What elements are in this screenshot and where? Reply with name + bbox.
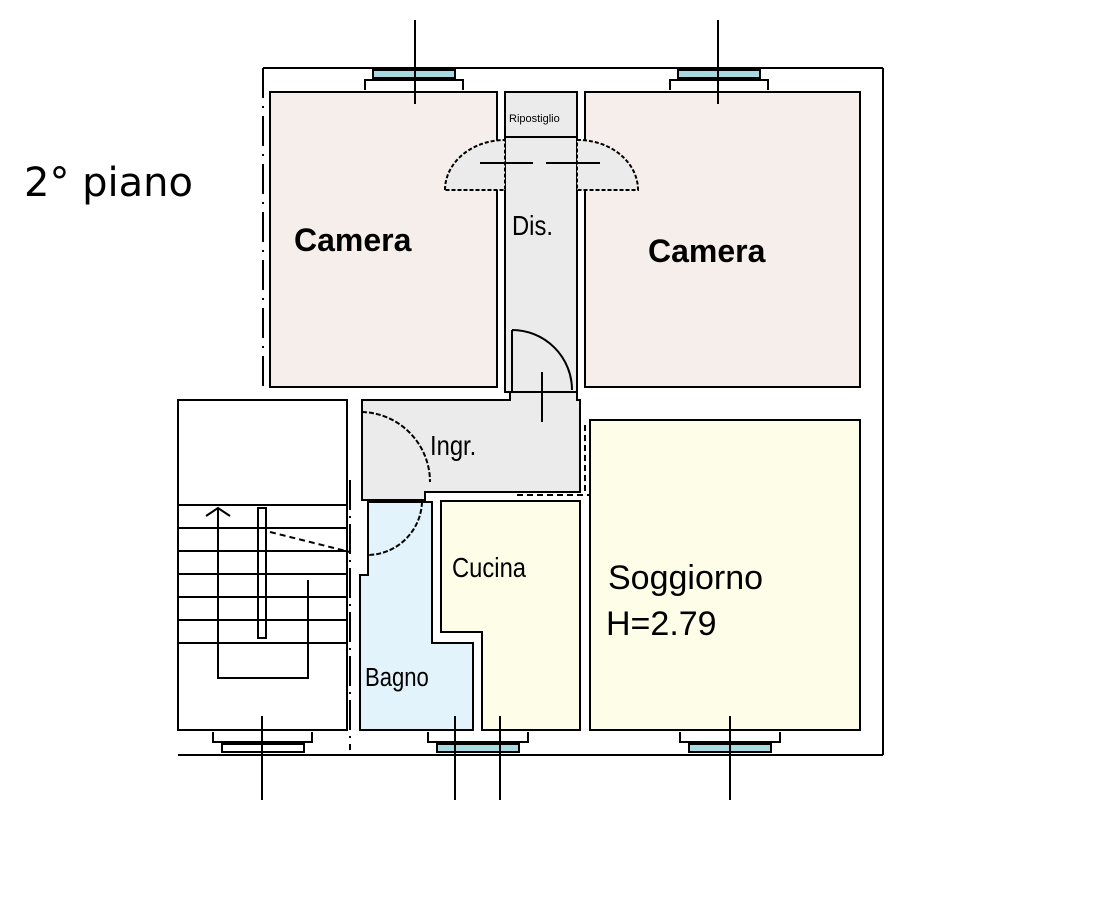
- door-bagno: [367, 501, 423, 556]
- room-disimpegno: [504, 136, 578, 393]
- label-camera-1: Camera: [294, 222, 412, 258]
- outer-walls: [178, 67, 884, 756]
- label-bagno: Bagno: [365, 663, 429, 692]
- staircase: [177, 399, 351, 750]
- label-ingresso: Ingr.: [430, 429, 476, 461]
- label-camera-2: Camera: [648, 233, 766, 269]
- door-ingresso: [361, 411, 431, 483]
- room-cucina: [440, 500, 581, 731]
- label-soggiorno: Soggiorno: [608, 559, 763, 597]
- room-camera-2: [584, 91, 861, 388]
- axis-lines: [261, 20, 731, 800]
- room-ripostiglio: [504, 91, 578, 138]
- label-ripostiglio: Ripostiglio: [509, 113, 560, 125]
- label-height: H=2.79: [606, 605, 717, 643]
- room-bagno: [359, 501, 474, 731]
- floor-label: 2° piano: [24, 160, 193, 206]
- label-cucina: Cucina: [452, 551, 527, 583]
- room-ingresso: [361, 391, 581, 501]
- door-dis-ingr: [511, 329, 573, 422]
- room-camera-1: [269, 91, 498, 388]
- room-soggiorno: [589, 419, 861, 731]
- door-swing-dis: [443, 138, 640, 191]
- label-disimpegno: Dis.: [512, 209, 553, 241]
